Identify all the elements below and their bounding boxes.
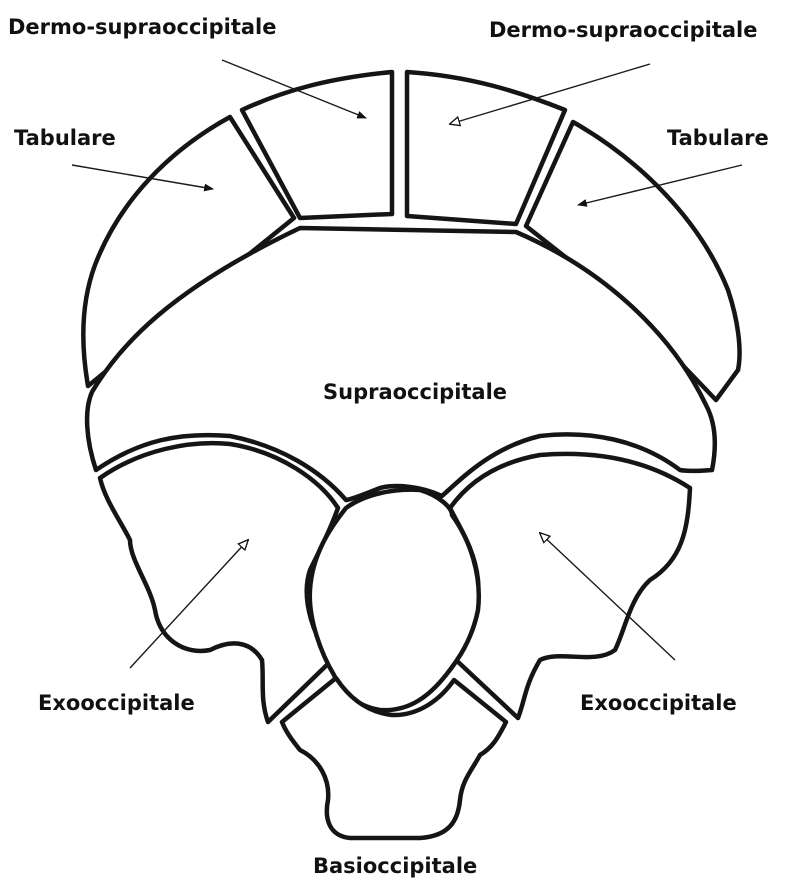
label-tabulare-right: Tabulare: [667, 126, 769, 150]
label-basioccipitale: Basioccipitale: [313, 854, 477, 878]
label-dermo-supraoccipitale-left: Dermo-supraoccipitale: [8, 15, 276, 39]
label-exooccipitale-left: Exooccipitale: [38, 691, 195, 715]
label-dermo-supraoccipitale-right: Dermo-supraoccipitale: [489, 18, 757, 42]
exooccipitale-right-bone: [450, 454, 690, 718]
exooccipitale-left-bone: [100, 443, 338, 722]
label-tabulare-left: Tabulare: [14, 126, 116, 150]
label-exooccipitale-right: Exooccipitale: [580, 691, 737, 715]
label-supraoccipitale: Supraoccipitale: [323, 380, 507, 404]
